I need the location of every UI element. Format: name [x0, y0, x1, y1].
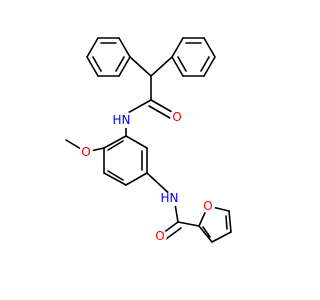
atom-nh-bottom-hydrogen: H [160, 191, 169, 205]
atom-o-carbonyl-bottom: O [153, 229, 167, 243]
left-phenyl-ring [86, 37, 131, 77]
atom-o-methoxy-label: O [81, 145, 90, 159]
atom-o-carbonyl-top-label: O [172, 110, 181, 124]
atom-nh-bottom-label: N [170, 191, 179, 205]
atom-nh-top-label: N [122, 113, 131, 127]
atom-o-carbonyl-bottom-label: O [155, 229, 164, 243]
atom-nh-top: N H [112, 112, 134, 128]
diphenylacetamide-linkage [125, 56, 173, 137]
atom-o-carbonyl-top: O [170, 109, 184, 124]
atom-o-methoxy: O [79, 145, 93, 159]
atom-nh-bottom: N H [160, 190, 182, 206]
atom-nh-top-hydrogen: H [112, 113, 121, 127]
atom-o-furan: O [201, 199, 215, 213]
atom-o-furan-label: O [203, 199, 212, 213]
structure-canvas: N H O O N H O O [65, 37, 232, 243]
right-phenyl-ring [171, 37, 216, 77]
central-benzene-ring [103, 135, 148, 186]
molecule-drawing: N H O O N H O O [65, 37, 232, 243]
